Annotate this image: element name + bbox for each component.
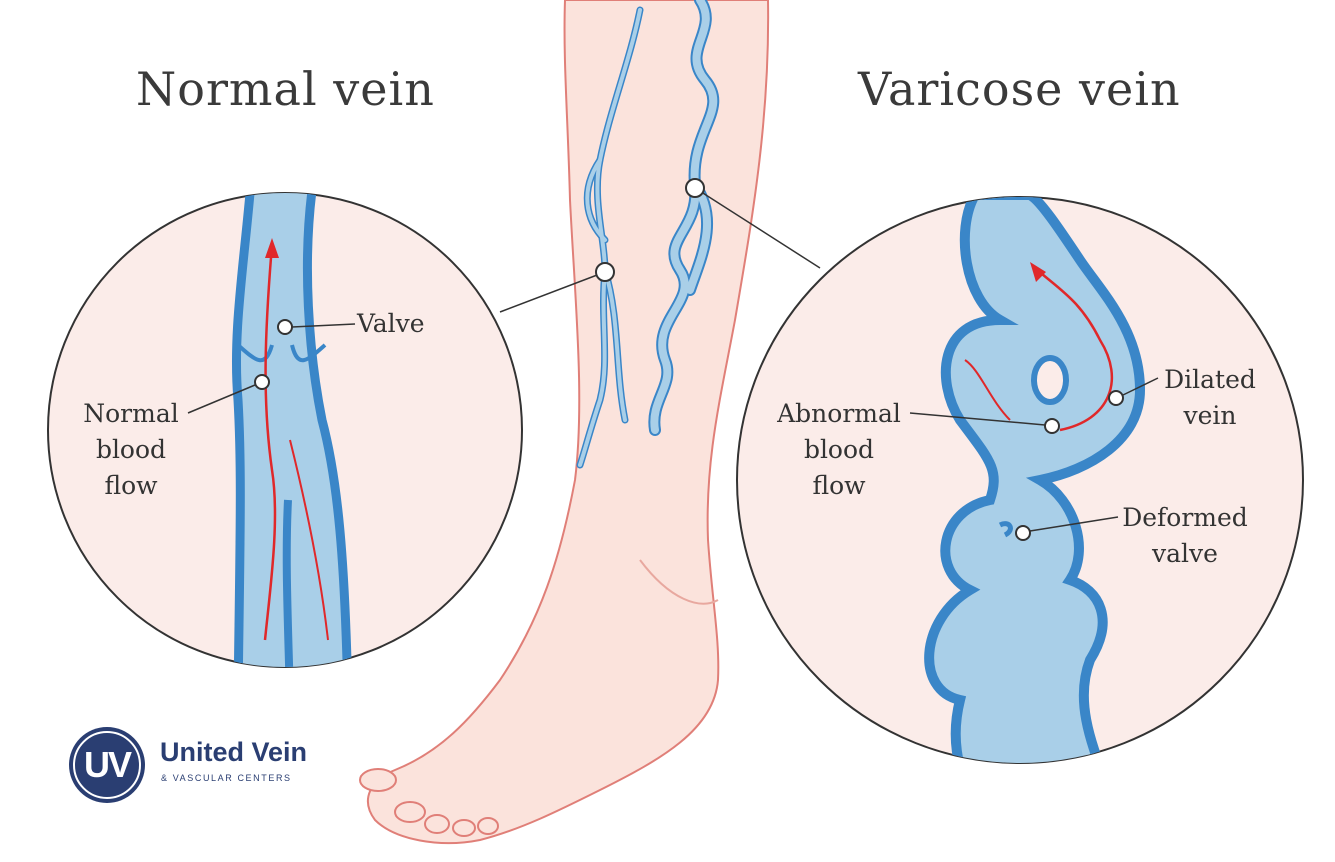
- deformed-valve-flap: [998, 521, 1013, 538]
- leader-valve: [291, 323, 356, 328]
- toes: [359, 768, 499, 837]
- leader-normal-flow: [187, 384, 256, 414]
- leader-deformed-valve: [1029, 516, 1119, 532]
- label-deformed-valve: Deformed valve: [1122, 503, 1248, 568]
- logo-monogram: UV: [83, 744, 132, 785]
- connector-varicose: [694, 187, 821, 269]
- marker-deformed-valve: [1015, 525, 1031, 541]
- label-abnormal-blood-flow: Abnormal blood flow: [777, 399, 901, 500]
- vein-split: [282, 499, 294, 667]
- varicose-vein: [924, 197, 1146, 763]
- varicose-vein-magnifier: [736, 196, 1304, 764]
- flow-arrowhead: [265, 238, 279, 258]
- abnormal-arrowhead: [1030, 262, 1046, 282]
- title-varicose-vein: Varicose vein: [858, 62, 1181, 116]
- united-vein-logo-icon: [69, 727, 145, 803]
- ankle-line: [639, 559, 719, 605]
- leader-abnormal-flow: [909, 412, 1046, 426]
- title-normal-vein: Normal vein: [136, 62, 435, 116]
- leg-shape: [366, 0, 770, 845]
- normal-vein: [231, 193, 353, 667]
- marker-leg-normal: [595, 262, 615, 282]
- leader-dilated: [1122, 377, 1159, 396]
- marker-leg-varicose: [685, 178, 705, 198]
- label-dilated-vein: Dilated vein: [1164, 365, 1256, 430]
- abnormal-flow-line: [964, 359, 1011, 421]
- marker-dilated: [1108, 390, 1124, 406]
- vein-loop-hole: [1031, 355, 1069, 405]
- marker-valve: [277, 319, 293, 335]
- blood-flow-arrow: [263, 244, 277, 641]
- leg-varicose-veins-inner: [650, 0, 718, 434]
- label-valve: Valve: [357, 309, 425, 338]
- marker-abnormal-flow: [1044, 418, 1060, 434]
- normal-vein-magnifier: [47, 192, 523, 668]
- blood-flow-line: [289, 439, 329, 641]
- abnormal-flow-arrow: [1034, 267, 1114, 432]
- logo-name: United Vein: [160, 737, 308, 767]
- marker-normal-flow: [254, 374, 270, 390]
- label-normal-blood-flow: Normal blood flow: [83, 399, 179, 500]
- valve-flaps: [236, 343, 327, 362]
- logo-subtitle: & VASCULAR CENTERS: [161, 773, 292, 783]
- connector-normal: [499, 271, 606, 313]
